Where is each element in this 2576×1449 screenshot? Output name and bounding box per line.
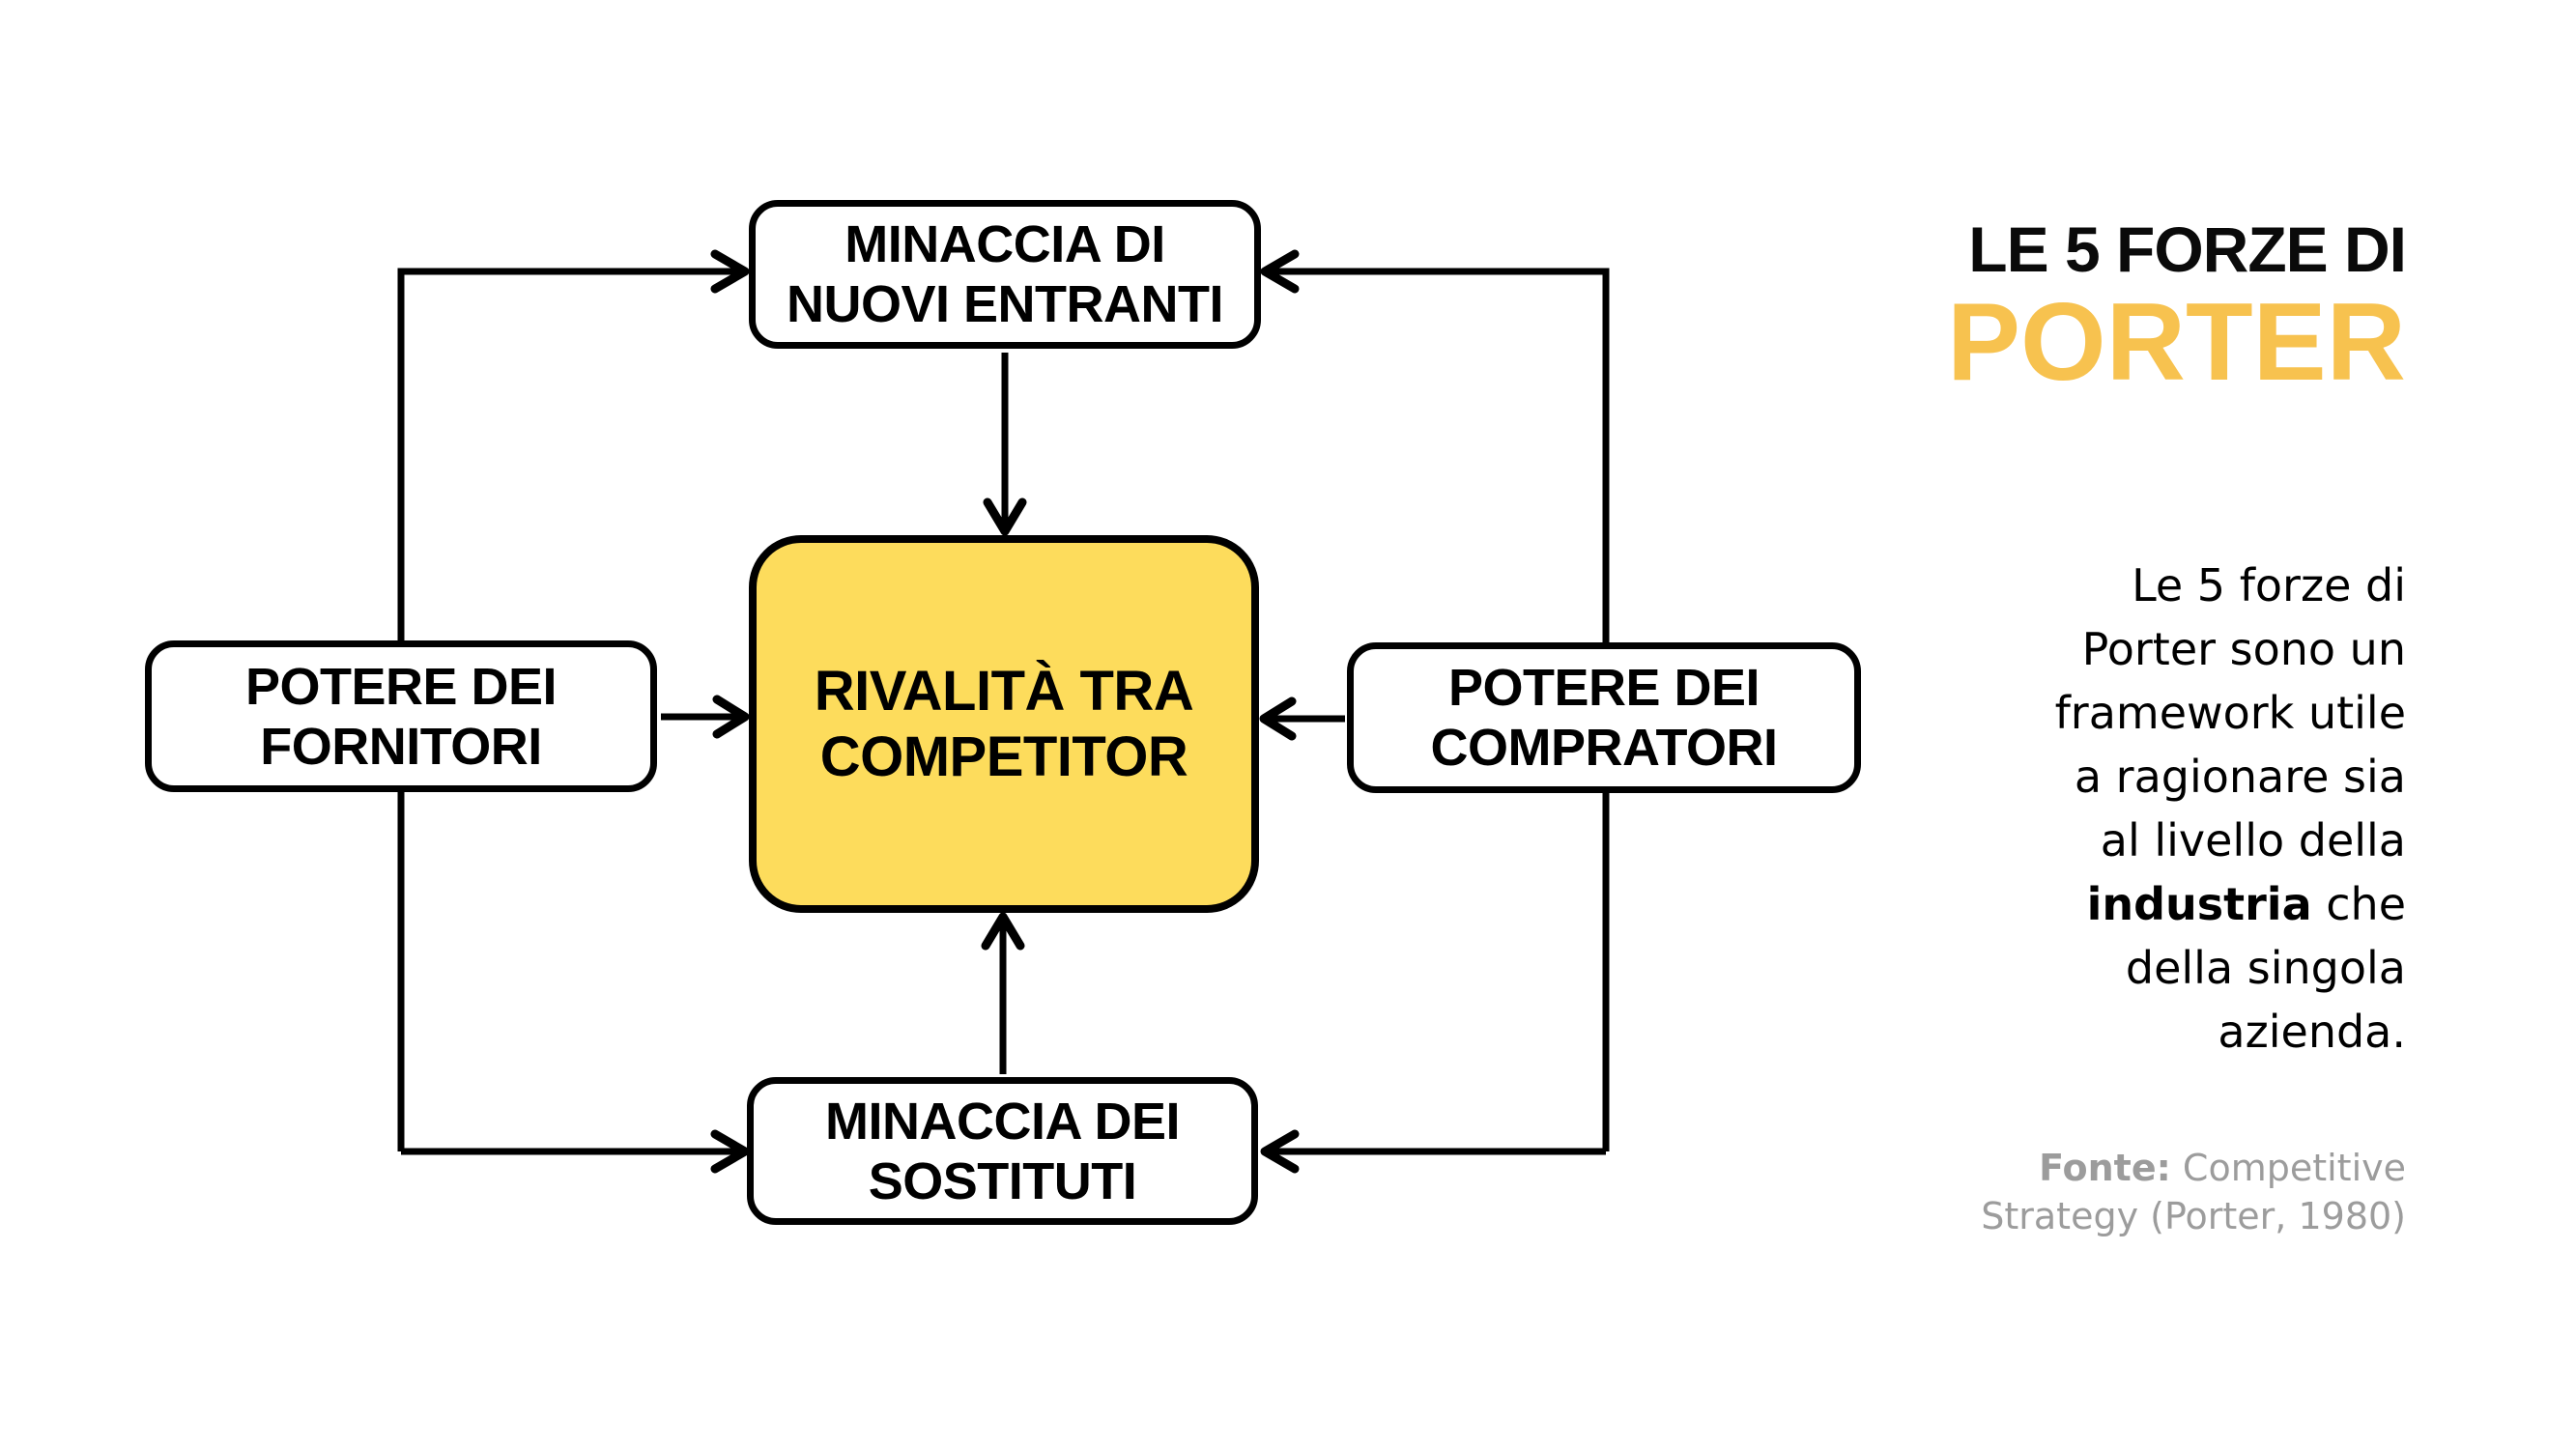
page-title-line1: LE 5 FORZE DI: [1968, 213, 2407, 285]
arrowhead-into-bottom-right: [1260, 1129, 1300, 1174]
page-title-accent: PORTER: [1946, 281, 2406, 404]
source-label: Fonte:: [2039, 1147, 2171, 1189]
box-label-line: FORNITORI: [260, 717, 542, 776]
description-line: Porter sono un: [2081, 623, 2406, 675]
arrowhead-into-top-left: [710, 249, 750, 294]
source-line: Strategy (Porter, 1980): [1981, 1195, 2406, 1237]
box-label-line: MINACCIA DEI: [825, 1092, 1181, 1151]
box-label-line: NUOVI ENTRANTI: [787, 275, 1224, 333]
box-label-line: POTERE DEI: [244, 657, 558, 716]
box-label-line: RIVALITÀ TRA: [814, 659, 1194, 723]
description-line: azienda.: [2218, 1006, 2406, 1058]
box-rivalry: RIVALITÀ TRA COMPETITOR: [749, 535, 1259, 913]
box-label-line: COMPETITOR: [819, 724, 1188, 788]
description-line: framework utile: [2054, 687, 2406, 739]
description-bold-word: industria: [2086, 878, 2312, 930]
source-note: Fonte: Competitive Strategy (Porter, 198…: [1923, 1144, 2406, 1240]
box-new-entrants: MINACCIA DI NUOVI ENTRANTI: [749, 200, 1261, 349]
box-label-line: SOSTITUTI: [868, 1151, 1137, 1210]
arrowhead-into-top-right: [1260, 249, 1300, 294]
arrowhead-into-center-top: [983, 497, 1027, 536]
description-line: della singola: [2125, 942, 2406, 994]
box-label-line: MINACCIA DI: [844, 215, 1165, 273]
description-line: Le 5 forze di: [2132, 559, 2406, 611]
arrow-right-outer-line: [1268, 268, 1610, 1151]
arrowhead-into-center-left: [712, 695, 750, 739]
box-substitutes: MINACCIA DEI SOSTITUTI: [747, 1077, 1258, 1225]
box-label-line: POTERE DEI: [1447, 659, 1760, 717]
arrow-left-outer-line: [397, 268, 742, 1151]
arrowhead-into-bottom-left: [710, 1129, 750, 1174]
source-line: Fonte: Competitive: [1923, 1144, 2406, 1192]
box-label-line: COMPRATORI: [1430, 719, 1779, 777]
box-suppliers: POTERE DEI FORNITORI: [145, 640, 657, 792]
source-line-rest: Competitive: [2170, 1147, 2406, 1189]
description-line: al livello della: [2100, 814, 2406, 867]
description-paragraph: Le 5 forze di Porter sono un framework u…: [1923, 554, 2406, 1064]
description-line: industria che: [1923, 872, 2406, 936]
description-line-rest: che: [2311, 878, 2406, 930]
arrowhead-into-center-right: [1259, 696, 1297, 741]
arrowhead-into-center-bottom: [981, 912, 1025, 951]
description-line: a ragionare sia: [2074, 751, 2406, 803]
box-buyers: POTERE DEI COMPRATORI: [1347, 642, 1861, 793]
